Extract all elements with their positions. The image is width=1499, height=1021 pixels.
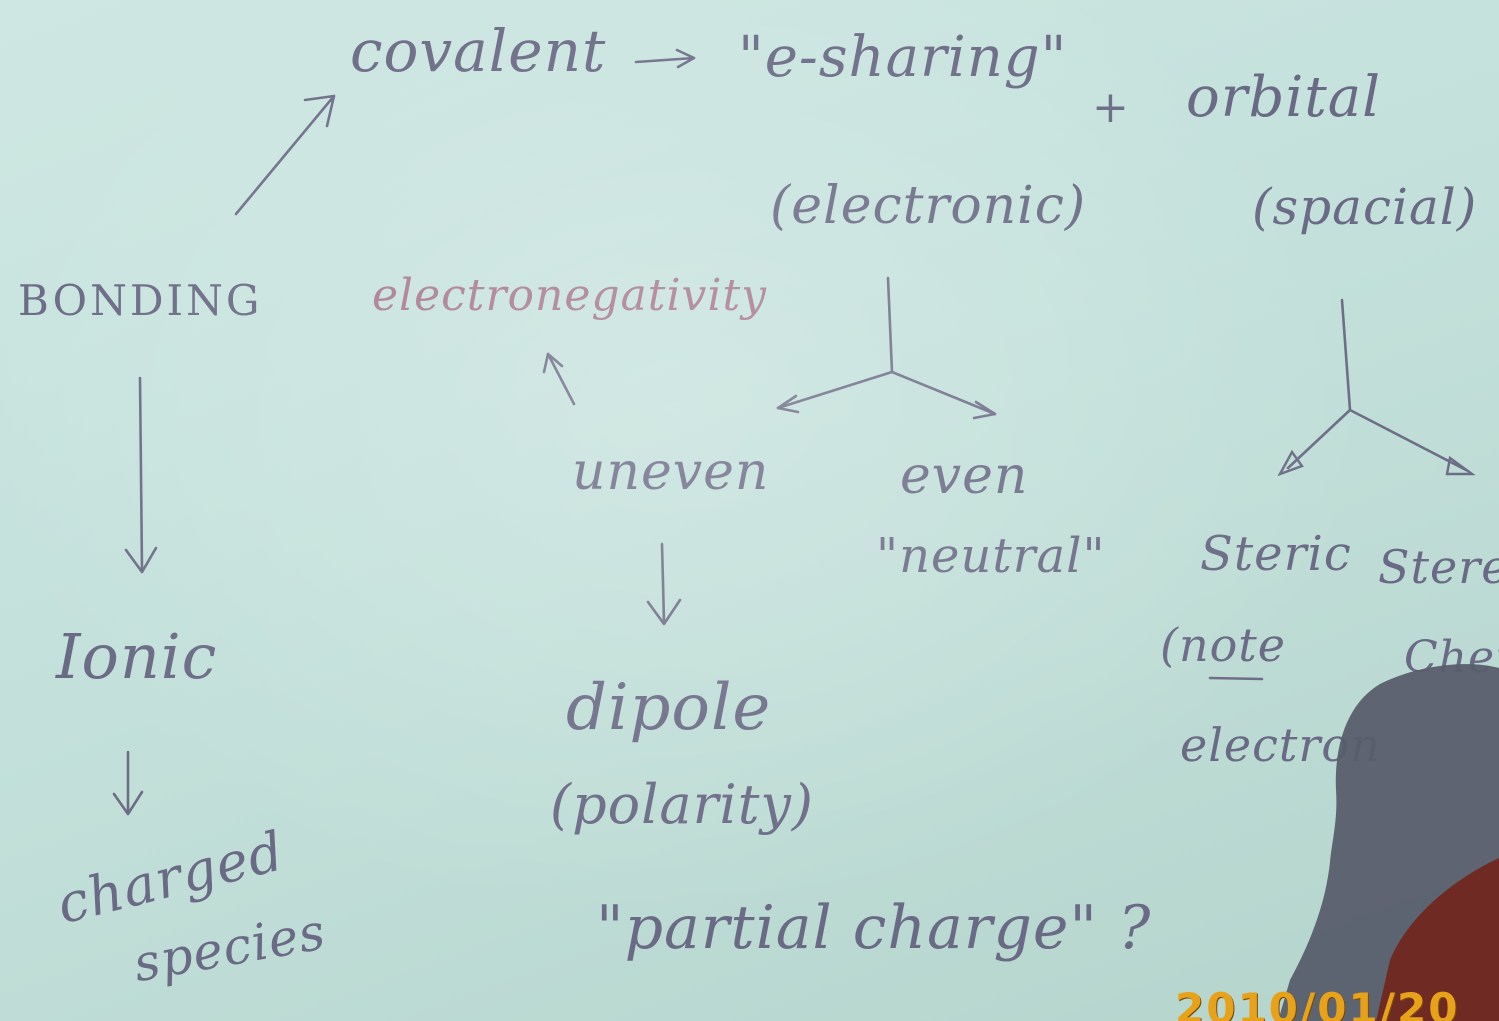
word-polarity: (polarity) (550, 773, 814, 836)
arrowhead-to-ionic (124, 546, 158, 574)
arrowhead-to-steric (1277, 449, 1304, 477)
word-even: even (900, 446, 1029, 506)
arrow-to-electronegativity (546, 352, 576, 406)
fork-to-even (890, 370, 997, 416)
note-underline (1208, 676, 1264, 681)
arrow-to-covalent (234, 94, 336, 216)
word-neutral: "neutral" (876, 528, 1106, 584)
word-uneven: uneven (572, 442, 770, 502)
arrowhead-to-even (972, 400, 997, 420)
word-bonding: BONDING (18, 276, 263, 325)
word-note: (note (1160, 618, 1286, 672)
date-stamp: 2010/01/20 (1175, 984, 1460, 1021)
word-charged: charged (50, 819, 291, 937)
arrowhead-to-electronegativity (542, 352, 564, 374)
arrowhead-to-uneven (776, 394, 800, 414)
word-electronic: (electronic) (770, 176, 1087, 236)
arrowhead-to-dipole (646, 598, 682, 626)
arrow-to-ionic (138, 376, 144, 572)
word-covalent: covalent (350, 17, 607, 85)
arrowhead-to-e-sharing (675, 48, 696, 69)
word-plus: + (1092, 82, 1130, 133)
word-e-sharing: "e-sharing" (738, 25, 1068, 90)
word-orbital: orbital (1186, 65, 1382, 130)
word-stereo: Stereo (1378, 540, 1499, 594)
arrowhead-to-stereo (1445, 455, 1476, 476)
fork-to-stereo (1348, 408, 1468, 472)
fork-to-uneven (776, 276, 894, 410)
arrow-to-dipole (660, 542, 666, 624)
word-chem: Chem (1404, 632, 1499, 683)
arrowhead-to-charged (112, 790, 144, 816)
word-electron: electron (1180, 718, 1381, 772)
word-species: species (129, 902, 330, 994)
word-steric: Steric (1200, 526, 1352, 582)
fork-to-steric (1286, 298, 1352, 470)
arrow-to-e-sharing (634, 56, 696, 64)
word-dipole: dipole (566, 671, 772, 745)
word-ionic: Ionic (56, 620, 218, 693)
word-electronegativity: electronegativity (372, 270, 767, 321)
arrowhead-to-covalent (303, 94, 336, 128)
word-partial-charge: "partial charge" ? (596, 893, 1152, 963)
word-spacial: (spacial) (1252, 178, 1478, 236)
